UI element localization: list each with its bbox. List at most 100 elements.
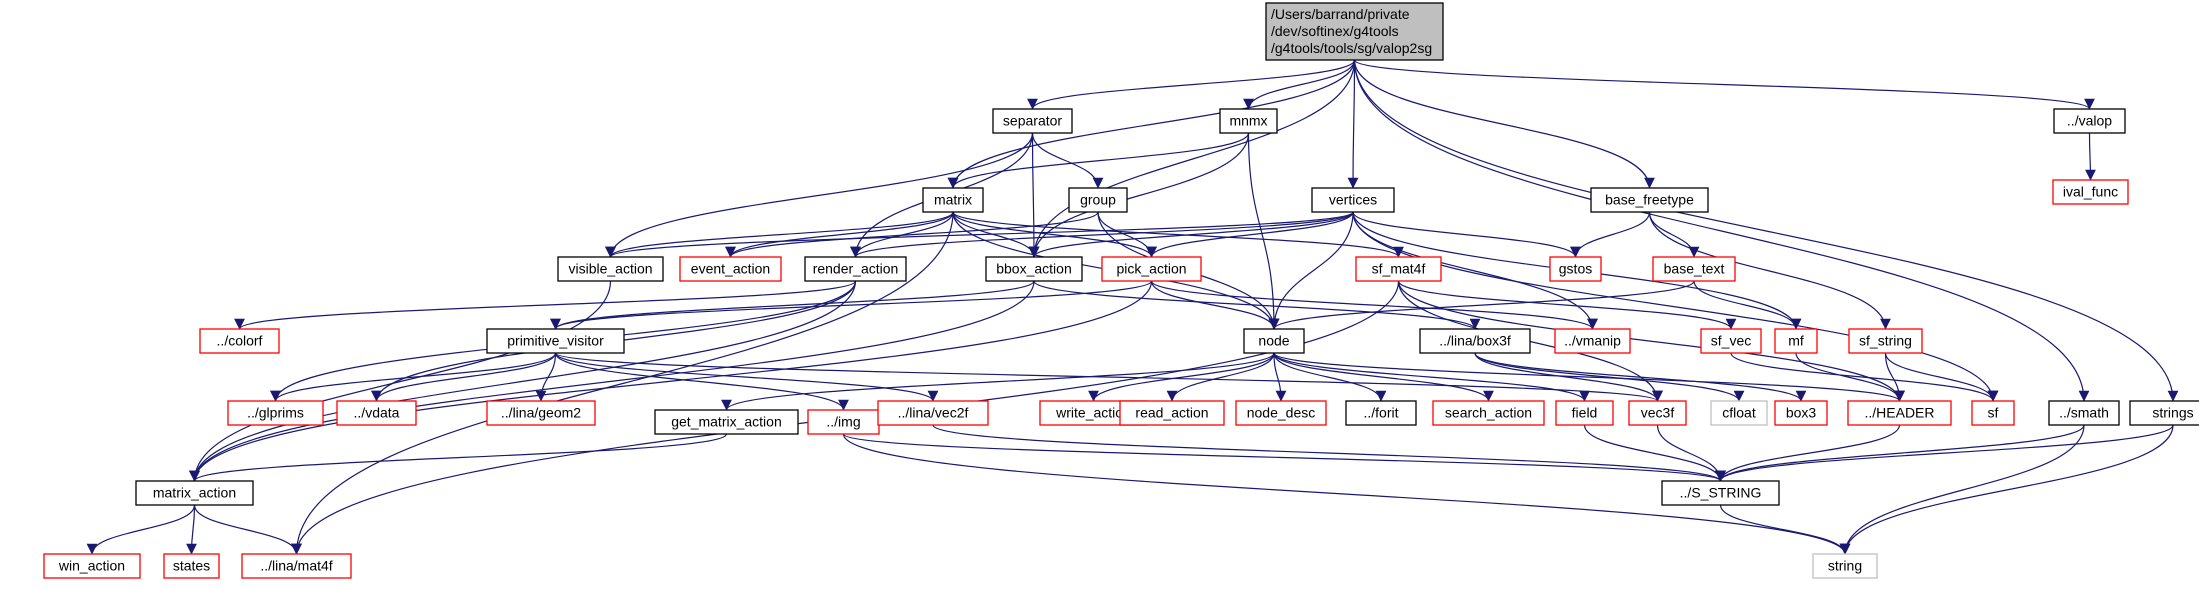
node-label: sf_mat4f [1372, 261, 1426, 277]
node-sf-mat4f[interactable]: sf_mat4f [1355, 256, 1442, 282]
edge-smath-to-string [1839, 424, 2085, 555]
node-matrix[interactable]: matrix [922, 187, 984, 213]
node-matrix-action[interactable]: matrix_action [135, 480, 254, 506]
edge-node-to-node_desc [1273, 352, 1287, 402]
node-label: /dev/softinex/g4tools [1271, 23, 1399, 39]
edges-layer [86, 59, 2179, 555]
edge-pick_action-to-matrix_action [189, 280, 1153, 482]
edge-node-to-get_matrix_action [721, 352, 1275, 411]
node-label: gstos [1559, 261, 1592, 277]
node-render-action[interactable]: render_action [804, 256, 907, 282]
node-box [227, 400, 324, 426]
node-box3[interactable]: box3 [1774, 400, 1828, 426]
edge-vertices-to-bbox_action [1028, 211, 1354, 258]
node-box [486, 400, 596, 426]
node-vec2f[interactable]: ../lina/vec2f [877, 400, 989, 426]
edge-root-to-bbox_action [1028, 59, 1356, 258]
node-box [336, 400, 417, 426]
node-visible-action[interactable]: visible_action [557, 256, 664, 282]
node-label: visible_action [568, 261, 652, 277]
edge-mf-to-header [1795, 352, 1905, 402]
node-box3f[interactable]: ../lina/box3f [1419, 328, 1531, 354]
node-search-action[interactable]: search_action [1432, 400, 1545, 426]
node-label: ../lina/box3f [1439, 333, 1511, 349]
node-box [199, 328, 280, 354]
edge-root-to-base_freetype [1353, 59, 1655, 189]
node-label: ../lina/mat4f [260, 558, 332, 574]
node-primitive-visitor[interactable]: primitive_visitor [486, 328, 625, 354]
node-s-string[interactable]: ../S_STRING [1661, 480, 1780, 506]
node-box [1432, 400, 1545, 426]
edge-separator-to-group [1031, 132, 1104, 189]
node-label: strings [2152, 405, 2193, 421]
node-root[interactable]: /Users/barrand/private/dev/softinex/g4to… [1265, 2, 1444, 61]
node-header[interactable]: ../HEADER [1847, 400, 1952, 426]
node-win-action[interactable]: win_action [43, 553, 141, 579]
node-colorf[interactable]: ../colorf [199, 328, 280, 354]
edge-node-to-header [1273, 352, 1905, 402]
node-smath[interactable]: ../smath [2048, 400, 2120, 426]
node-label: ../lina/geom2 [501, 405, 581, 421]
node-box [2048, 400, 2120, 426]
node-vertices[interactable]: vertices [1311, 187, 1395, 213]
node-label: field [1572, 405, 1598, 421]
edge-get_matrix_action-to-matrix_action [189, 433, 728, 482]
node-node[interactable]: node [1243, 328, 1305, 354]
node-base-freetype[interactable]: base_freetype [1590, 187, 1709, 213]
node-glprims[interactable]: ../glprims [227, 400, 324, 426]
node-gstos[interactable]: gstos [1549, 256, 1602, 282]
node-strings[interactable]: strings [2129, 400, 2199, 426]
node-box [1774, 328, 1818, 354]
node-box [1219, 108, 1278, 134]
node-label: ../valop [2067, 113, 2112, 129]
node-group[interactable]: group [1068, 187, 1128, 213]
node-ival-func[interactable]: ival_func [2052, 179, 2129, 205]
node-field[interactable]: field [1555, 400, 1614, 426]
node-vmanip[interactable]: ../vmanip [1554, 328, 1631, 354]
edge-root-to-valop [1353, 59, 2095, 110]
node-label: matrix_action [153, 485, 236, 501]
edge-render_action-to-matrix_action [189, 280, 857, 482]
node-mnmx[interactable]: mnmx [1219, 108, 1278, 134]
edge-pick_action-to-vmanip [1150, 280, 1598, 330]
node-get-matrix-action[interactable]: get_matrix_action [654, 409, 799, 435]
node-base-text[interactable]: base_text [1652, 256, 1736, 282]
edge-sf_string-to-header [1884, 352, 1905, 402]
node-pick-action[interactable]: pick_action [1101, 256, 1202, 282]
node-label: sf_string [1859, 333, 1912, 349]
node-read-action[interactable]: read_action [1119, 400, 1225, 426]
node-bbox-action[interactable]: bbox_action [985, 256, 1083, 282]
node-vec3f[interactable]: vec3f [1628, 400, 1687, 426]
node-label: group [1080, 192, 1116, 208]
node-lina-mat4f[interactable]: ../lina/mat4f [241, 553, 352, 579]
node-event-action[interactable]: event_action [679, 256, 782, 282]
node-box [1068, 187, 1128, 213]
node-box [1628, 400, 1687, 426]
node-forit[interactable]: ../forit [1345, 400, 1417, 426]
edge-s_string-to-string [1719, 504, 1851, 555]
node-label: sf [1988, 405, 1999, 421]
node-sf-string[interactable]: sf_string [1848, 328, 1923, 354]
edge-bbox_action-to-box3f [1033, 280, 1481, 330]
node-sf[interactable]: sf [1971, 400, 2015, 426]
node-geom2[interactable]: ../lina/geom2 [486, 400, 596, 426]
edge-strings-to-s_string [1715, 424, 2174, 482]
edge-primitive_visitor-to-geom2 [535, 352, 557, 402]
edge-vertices-to-render_action [850, 211, 1354, 258]
node-node-desc[interactable]: node_desc [1235, 400, 1327, 426]
edge-render_action-to-colorf [234, 280, 857, 330]
node-cfloat[interactable]: cfloat [1710, 400, 1768, 426]
node-valop[interactable]: ../valop [2053, 108, 2126, 134]
node-vdata[interactable]: ../vdata [336, 400, 417, 426]
node-box [877, 400, 989, 426]
node-mf[interactable]: mf [1774, 328, 1818, 354]
edge-visible_action-to-matrix_action [189, 280, 612, 482]
node-box [1419, 328, 1531, 354]
node-separator[interactable]: separator [992, 108, 1073, 134]
node-label: ../vdata [354, 405, 400, 421]
node-img[interactable]: ../img [807, 409, 880, 435]
node-string[interactable]: string [1812, 553, 1878, 579]
node-sf-vec[interactable]: sf_vec [1700, 328, 1762, 354]
node-states[interactable]: states [163, 553, 220, 579]
